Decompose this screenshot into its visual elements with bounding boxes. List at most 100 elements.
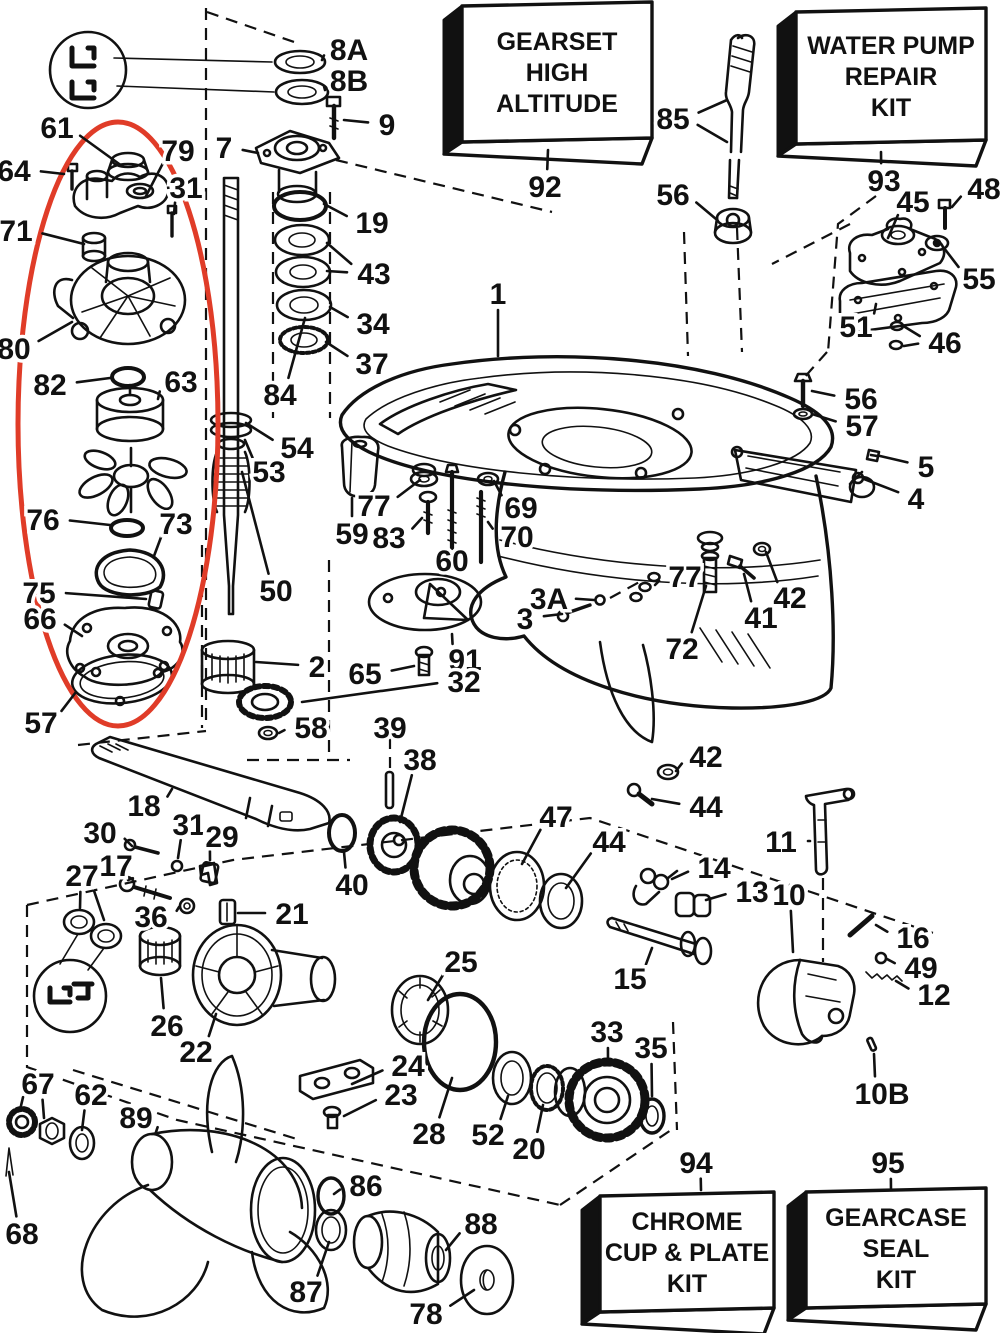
part-number-label: 21 <box>275 898 308 931</box>
gearcase-housing-1 <box>338 355 876 744</box>
part-number-label: 84 <box>263 379 297 412</box>
part-number-label: 34 <box>356 308 390 341</box>
driveshaft-50 <box>200 176 294 741</box>
leader-line <box>63 623 84 638</box>
alignment-dashes <box>25 8 934 1207</box>
part-number-label: 39 <box>373 712 406 745</box>
water-pump-highlight-ellipse <box>15 119 221 729</box>
part-number-label: 31 <box>172 809 205 842</box>
o-ring-19 <box>272 190 328 222</box>
leader-line <box>287 316 307 380</box>
retainer-21 <box>218 898 237 926</box>
kit-box-front <box>804 1186 988 1310</box>
nut-42b <box>656 763 680 781</box>
impeller <box>78 446 188 517</box>
leader-line <box>342 1098 378 1118</box>
part-label-group: 61 <box>37 108 124 168</box>
part-number-label: 54 <box>280 432 314 465</box>
part-number-label: 13 <box>735 876 768 909</box>
kit-box-label-line: ALTITUDE <box>496 90 618 118</box>
part-number-label: 80 <box>0 333 31 366</box>
part-label-group: 30 <box>80 813 134 853</box>
part-label-group: 37 <box>324 340 392 384</box>
leader-line <box>450 632 454 646</box>
part-number-label: 38 <box>403 744 436 777</box>
part-number-label: 89 <box>119 1102 152 1135</box>
pump-cup-63 <box>95 383 165 443</box>
housing-fasteners-right <box>792 372 881 486</box>
screw-30 <box>123 838 160 855</box>
leader-line <box>166 787 174 798</box>
part-label-group: 5 <box>878 447 938 487</box>
fitting-4 <box>848 470 865 486</box>
part-label-group: 67 <box>18 1064 58 1120</box>
part-label-group: 77 <box>653 557 705 597</box>
part-label-group: 18 <box>124 786 174 826</box>
part-label-group: 62 <box>71 1075 111 1132</box>
part-number-label: 18 <box>127 790 160 823</box>
leader-line <box>64 591 148 601</box>
part-number-label: 22 <box>179 1036 212 1069</box>
leader-line <box>92 888 106 922</box>
shift-parts <box>553 763 903 1143</box>
kit-box-label-line: CUP & PLATE <box>605 1239 769 1267</box>
bearing-25 <box>390 974 450 1046</box>
part-label-group: 19 <box>322 202 392 243</box>
propeller-shaft-15 <box>606 916 713 966</box>
bolt-41 <box>726 554 756 580</box>
leader-line <box>903 325 922 338</box>
part-number-label: 93 <box>867 165 900 198</box>
part-number-label: 46 <box>928 327 961 360</box>
part-number-label: 61 <box>40 112 73 145</box>
part-label-group: 42 <box>764 550 810 618</box>
leader-line <box>695 201 718 221</box>
part-number-label: 40 <box>335 869 368 902</box>
part-number-label: 42 <box>689 741 722 774</box>
part-number-label: 32 <box>447 666 480 699</box>
kit-box-side <box>786 1190 808 1322</box>
bolt-17 <box>118 875 172 900</box>
leader-line <box>486 520 494 530</box>
leader-line <box>322 85 327 92</box>
thrust-bushing-87 <box>314 1208 348 1252</box>
part-number-label: 56 <box>656 179 689 212</box>
retainer-plate-24 <box>298 1058 375 1101</box>
nut-42 <box>752 541 772 557</box>
leader-line <box>674 762 684 773</box>
washer-69 <box>476 471 500 487</box>
ball-49 <box>874 951 888 965</box>
part-label-group: 25 <box>426 942 481 1002</box>
part-number-label: 88 <box>464 1208 497 1241</box>
leader-line <box>126 876 135 882</box>
part-label-group: 52 <box>468 1094 510 1155</box>
ring-86 <box>316 1176 346 1216</box>
ring-37 <box>278 325 330 355</box>
part-number-label: 11 <box>765 826 797 859</box>
part-label-group: 40 <box>332 850 372 905</box>
kit-box-front <box>460 0 654 144</box>
part-number-label: 41 <box>744 602 777 635</box>
leader-line <box>536 1103 545 1134</box>
part-label-group: 64 <box>0 151 66 191</box>
part-label-group: 56 <box>810 379 881 419</box>
gasket-73 <box>94 548 166 597</box>
leader-line <box>650 797 681 806</box>
part-number-label: 8B <box>330 65 368 98</box>
part-number-label: 3A <box>530 583 568 616</box>
part-number-label: 47 <box>539 801 572 834</box>
part-number-label: 52 <box>471 1119 504 1152</box>
part-number-label: 56 <box>844 383 877 416</box>
part-label-group: 93 <box>864 150 904 201</box>
part-label-group: 38 <box>398 740 440 824</box>
kit-box-label-line: KIT <box>876 1266 916 1294</box>
cotter-pin-68 <box>5 1147 14 1177</box>
part-number-label: 50 <box>259 575 292 608</box>
shift-rod-11 <box>804 787 856 876</box>
part-label-group: 78 <box>406 1288 476 1333</box>
pin-39 <box>384 770 395 810</box>
part-label-group: 42 <box>674 737 726 777</box>
part-number-label: 3 <box>517 603 534 636</box>
part-number-label: 8A <box>330 34 368 67</box>
